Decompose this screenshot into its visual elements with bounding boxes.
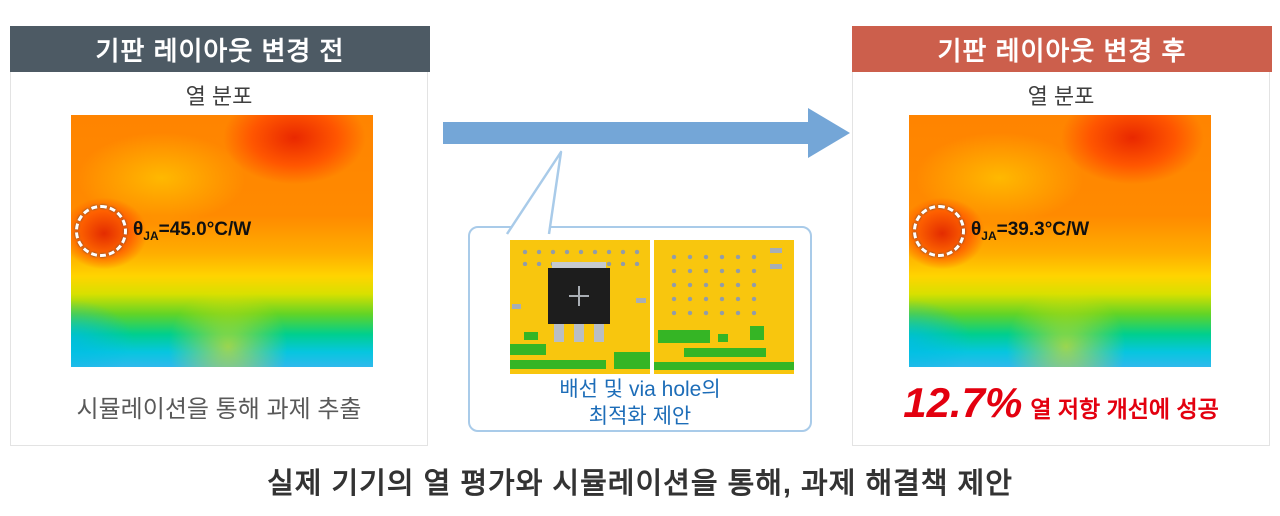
after-result-line: 12.7% 열 저항 개선에 성공 (853, 379, 1269, 439)
before-panel-title: 기판 레이아웃 변경 전 (95, 35, 345, 66)
before-panel: 기판 레이아웃 변경 전 열 분포 θJA=45.0°C/W 시뮬레이션을 통해… (10, 26, 430, 446)
chip-lead (574, 324, 584, 342)
solder-pad (770, 248, 782, 253)
after-panel-header: 기판 레이아웃 변경 후 (852, 26, 1272, 72)
callout-text: 배선 및 via hole의 최적화 제안 (470, 376, 810, 430)
before-theta-label: θJA=45.0°C/W (133, 219, 252, 243)
chip-lead (554, 324, 564, 342)
copper-trace (614, 352, 650, 369)
transition-arrow-head (808, 108, 850, 158)
copper-trace (654, 362, 794, 370)
after-panel-title: 기판 레이아웃 변경 후 (937, 35, 1187, 66)
chip-tab (552, 262, 606, 272)
before-panel-header: 기판 레이아웃 변경 전 (10, 26, 430, 72)
callout-tail (505, 150, 563, 235)
before-map-title: 열 분포 (185, 84, 253, 109)
solder-pad (770, 264, 782, 269)
copper-trace (658, 330, 710, 343)
after-panel: 기판 레이아웃 변경 후 열 분포 θJA=39.3°C/W 12.7% 열 저… (852, 26, 1272, 446)
solder-pad (636, 298, 646, 303)
copper-trace (510, 360, 606, 369)
optimization-callout: 배선 및 via hole의 최적화 제안 (468, 226, 812, 432)
copper-trace (718, 334, 728, 342)
pcb-layout-before-image (510, 240, 650, 374)
copper-trace (750, 326, 764, 340)
callout-line1: 배선 및 via hole의 (559, 378, 721, 401)
after-theta-label: θJA=39.3°C/W (971, 219, 1090, 243)
chip-lead (594, 324, 604, 342)
pcb-layout-after-image (654, 240, 794, 374)
callout-line2: 최적화 제안 (588, 405, 692, 428)
via-hole-grid (666, 250, 758, 324)
before-caption: 시뮬레이션을 통해 과제 추출 (76, 396, 362, 423)
result-text: 열 저항 개선에 성공 (1030, 396, 1219, 422)
footer-caption: 실제 기기의 열 평가와 시뮬레이션을 통해, 과제 해결책 제안 (267, 468, 1013, 500)
after-thermal-map: θJA=39.3°C/W (909, 115, 1211, 367)
via-dots-row (518, 246, 642, 266)
copper-trace (524, 332, 538, 340)
copper-trace (510, 344, 546, 355)
chip-cross-icon (578, 286, 580, 306)
result-percentage: 12.7% (903, 379, 1023, 426)
after-map-title: 열 분포 (1027, 84, 1095, 109)
after-hotspot-circle (913, 205, 965, 257)
solder-pad (512, 304, 521, 309)
chip-component (548, 268, 610, 324)
transition-arrow-shaft (443, 122, 809, 144)
before-thermal-map: θJA=45.0°C/W (71, 115, 373, 367)
copper-trace (684, 348, 766, 357)
before-hotspot-circle (75, 205, 127, 257)
